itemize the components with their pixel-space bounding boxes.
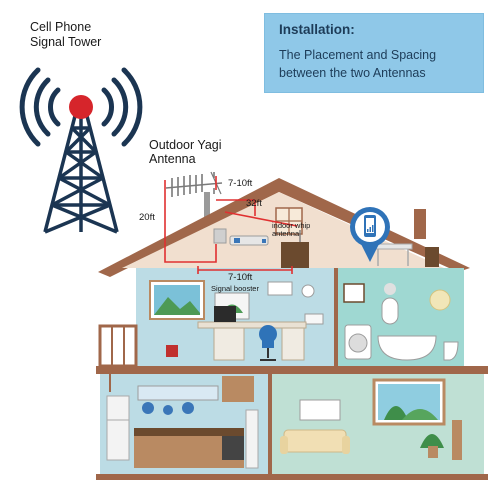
indoor-whip-label: indoor whip antenna: [272, 222, 310, 238]
installation-line2: between the two Antennas: [279, 66, 426, 80]
toilet-icon: [443, 341, 459, 361]
tower-label: Cell Phone Signal Tower: [30, 20, 101, 50]
signal-waves-icon: [19, 67, 143, 147]
office-chair: [259, 325, 277, 343]
cell-tower: [19, 67, 143, 234]
signal-booster-label: Signal booster: [211, 284, 259, 293]
installation-title: Installation:: [279, 22, 355, 37]
balcony-railing: [98, 324, 138, 368]
attic-chair: [425, 247, 439, 267]
dimension-booster-gap: 7-10ft: [228, 272, 253, 283]
measurement-lines: [164, 176, 298, 274]
tower-label-line1: Cell Phone: [30, 20, 92, 34]
attic-shelf: [373, 243, 413, 250]
wall-clock-icon: [301, 284, 315, 298]
sofa-icon: [283, 429, 347, 453]
tower-beacon: [69, 95, 93, 119]
yagi-label-line1: Outdoor Yagi: [149, 138, 222, 152]
monitor-icon: [214, 306, 236, 322]
tower-label-line2: Signal Tower: [30, 35, 102, 49]
indoor-whip-label-line1: indoor whip: [272, 221, 311, 230]
ground-floor-base: [96, 474, 488, 480]
range-hood: [222, 376, 254, 402]
attic-cabinet: [281, 242, 309, 268]
side-table: [452, 420, 462, 460]
bathroom-lamp: [429, 289, 451, 311]
installation-info-box: Installation: The Placement and Spacing …: [264, 13, 484, 93]
water-heater-icon: [245, 409, 259, 469]
office-desk: [197, 321, 307, 329]
bathroom-mirror: [381, 297, 399, 325]
dimension-roof-to-whip: 32ft: [246, 198, 262, 209]
yagi-label: Outdoor Yagi Antenna: [149, 138, 222, 166]
bathtub-icon: [377, 335, 437, 361]
phone-signal-icon: [350, 207, 390, 262]
oven-icon: [222, 436, 244, 460]
house-plant-icon: [420, 434, 444, 448]
world-map-icon: [267, 281, 293, 296]
kitchen-counter: [134, 428, 244, 436]
dimension-height: 20ft: [139, 212, 155, 223]
chimney: [414, 209, 426, 239]
floor-slab: [96, 366, 488, 374]
yagi-label-line2: Antenna: [149, 152, 196, 166]
fridge-icon: [106, 395, 130, 461]
kitchen-shelf: [137, 385, 219, 401]
red-bag-icon: [166, 345, 178, 357]
towel-ring-icon: [343, 283, 365, 303]
installation-line1: The Placement and Spacing: [279, 48, 437, 62]
wall-painting: [299, 399, 341, 421]
dimension-yagi-to-roof: 7-10ft: [228, 178, 253, 189]
attic-box: [213, 228, 227, 244]
indoor-whip-label-line2: antenna: [272, 229, 300, 238]
